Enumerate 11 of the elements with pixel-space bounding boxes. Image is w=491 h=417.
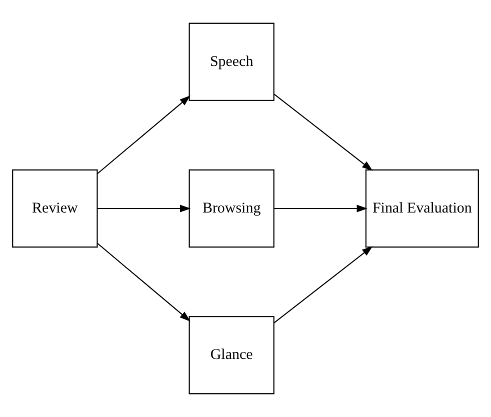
node-box: Review — [12, 169, 98, 248]
arrow — [97, 204, 191, 212]
node-box: Glance — [188, 316, 274, 394]
arrow — [274, 246, 373, 324]
arrow — [274, 204, 368, 212]
arrow — [97, 242, 190, 322]
node-box: Final Evaluation — [365, 169, 479, 248]
node-box: Speech — [188, 22, 274, 101]
node-box: Browsing — [188, 169, 274, 248]
arrow — [274, 94, 373, 171]
arrow — [97, 96, 190, 174]
